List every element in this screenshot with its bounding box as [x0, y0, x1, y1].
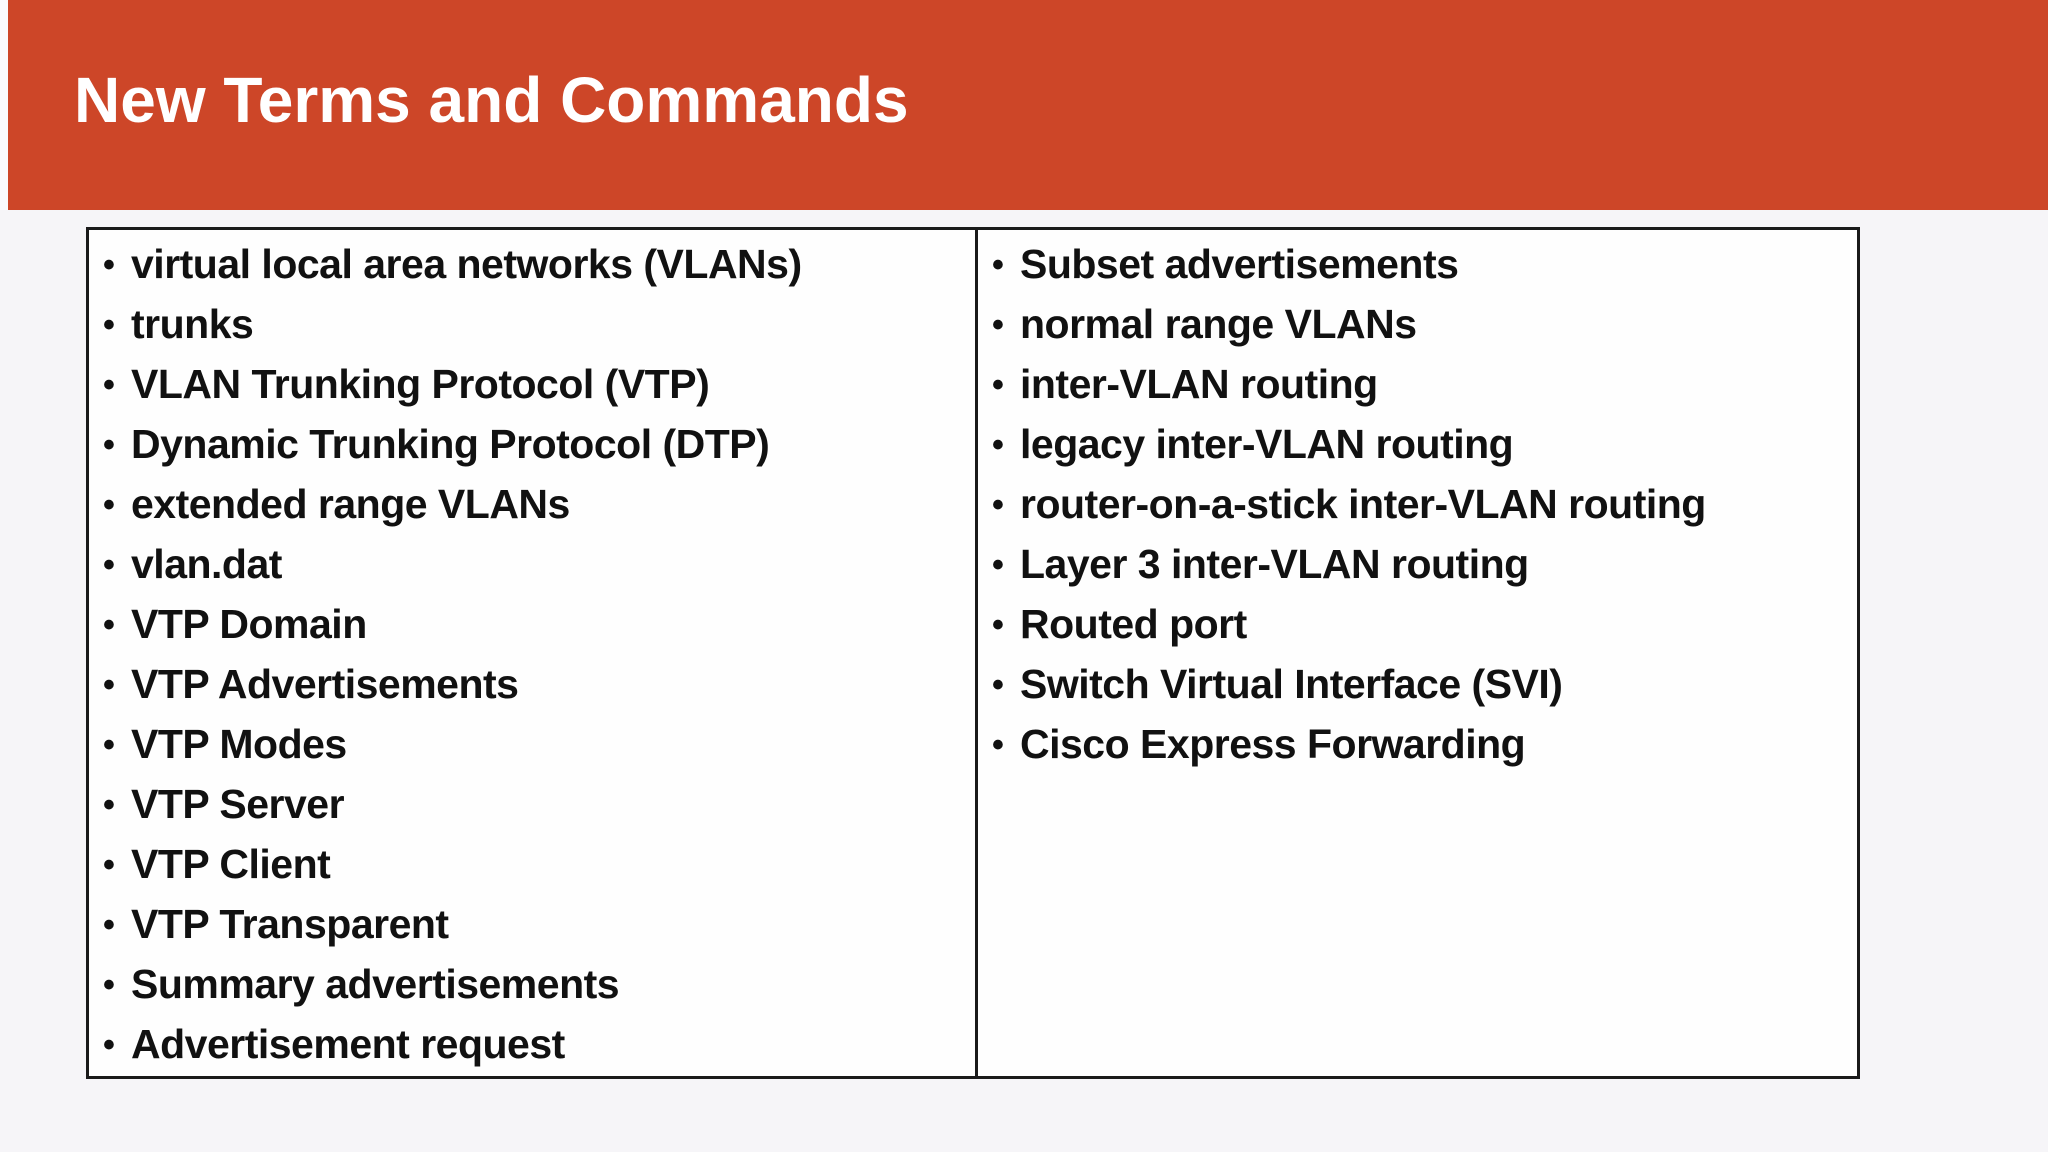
term-label: Routed port: [1020, 600, 1247, 647]
term-label: Subset advertisements: [1020, 240, 1459, 287]
term-list-left: • virtual local area networks (VLANs) • tru…: [103, 234, 965, 1074]
bullet-icon: •: [992, 246, 1004, 284]
bullet-icon: •: [103, 966, 115, 1004]
left-edge-strip: [0, 0, 8, 210]
term-item: • VLAN Trunking Protocol (VTP): [103, 354, 965, 414]
term-label: Cisco Express Forwarding: [1020, 720, 1526, 767]
column-divider: [975, 230, 978, 1076]
term-item: • VTP Modes: [103, 714, 965, 774]
bullet-icon: •: [103, 246, 115, 284]
term-label: VTP Transparent: [131, 900, 449, 947]
bullet-icon: •: [103, 486, 115, 524]
term-item: • router-on-a-stick inter-VLAN routing: [992, 474, 1847, 534]
term-item: • Layer 3 inter-VLAN routing: [992, 534, 1847, 594]
bullet-icon: •: [103, 306, 115, 344]
bullet-icon: •: [992, 606, 1004, 644]
bullet-icon: •: [992, 306, 1004, 344]
bullet-icon: •: [103, 366, 115, 404]
bullet-icon: •: [992, 426, 1004, 464]
term-label: Switch Virtual Interface (SVI): [1020, 660, 1563, 707]
term-item: • virtual local area networks (VLANs): [103, 234, 965, 294]
title-banner: New Terms and Commands: [8, 0, 2048, 210]
term-label: VTP Advertisements: [131, 660, 519, 707]
term-label: trunks: [131, 300, 254, 347]
term-label: Advertisement request: [131, 1020, 565, 1067]
bullet-icon: •: [992, 666, 1004, 704]
terms-column-right: • Subset advertisements • normal range VLAN…: [978, 230, 1857, 1076]
bullet-icon: •: [103, 726, 115, 764]
term-item: • VTP Client: [103, 834, 965, 894]
term-item: • Cisco Express Forwarding: [992, 714, 1847, 774]
page-title: New Terms and Commands: [74, 64, 909, 136]
term-item: • VTP Advertisements: [103, 654, 965, 714]
term-label: VTP Domain: [131, 600, 367, 647]
term-label: virtual local area networks (VLANs): [131, 240, 802, 287]
term-list-right: • Subset advertisements • normal range VLAN…: [992, 234, 1847, 774]
bullet-icon: •: [992, 486, 1004, 524]
bullet-icon: •: [992, 726, 1004, 764]
term-label: Layer 3 inter-VLAN routing: [1020, 540, 1529, 587]
term-item: • legacy inter-VLAN routing: [992, 414, 1847, 474]
term-item: • trunks: [103, 294, 965, 354]
term-label: VLAN Trunking Protocol (VTP): [131, 360, 710, 407]
term-item: • vlan.dat: [103, 534, 965, 594]
term-item: • VTP Server: [103, 774, 965, 834]
term-item: • Routed port: [992, 594, 1847, 654]
bullet-icon: •: [992, 546, 1004, 584]
term-item: • VTP Transparent: [103, 894, 965, 954]
bullet-icon: •: [103, 786, 115, 824]
term-item: • Switch Virtual Interface (SVI): [992, 654, 1847, 714]
bullet-icon: •: [103, 846, 115, 884]
bullet-icon: •: [103, 906, 115, 944]
term-item: • extended range VLANs: [103, 474, 965, 534]
term-item: • Summary advertisements: [103, 954, 965, 1014]
term-item: • Advertisement request: [103, 1014, 965, 1074]
term-label: VTP Server: [131, 780, 345, 827]
term-label: router-on-a-stick inter-VLAN routing: [1020, 480, 1706, 527]
term-label: legacy inter-VLAN routing: [1020, 420, 1514, 467]
term-label: VTP Modes: [131, 720, 347, 767]
bullet-icon: •: [103, 666, 115, 704]
term-label: vlan.dat: [131, 540, 282, 587]
terms-column-left: • virtual local area networks (VLANs) • tru…: [89, 230, 975, 1076]
bullet-icon: •: [103, 546, 115, 584]
term-label: normal range VLANs: [1020, 300, 1417, 347]
bullet-icon: •: [992, 366, 1004, 404]
bullet-icon: •: [103, 426, 115, 464]
term-item: • normal range VLANs: [992, 294, 1847, 354]
bullet-icon: •: [103, 1026, 115, 1064]
term-item: • inter-VLAN routing: [992, 354, 1847, 414]
term-item: • Dynamic Trunking Protocol (DTP): [103, 414, 965, 474]
term-item: • VTP Domain: [103, 594, 965, 654]
term-item: • Subset advertisements: [992, 234, 1847, 294]
term-label: extended range VLANs: [131, 480, 570, 527]
bullet-icon: •: [103, 606, 115, 644]
term-label: VTP Client: [131, 840, 331, 887]
term-label: Dynamic Trunking Protocol (DTP): [131, 420, 770, 467]
terms-table: • virtual local area networks (VLANs) • tru…: [86, 227, 1860, 1079]
term-label: Summary advertisements: [131, 960, 620, 1007]
term-label: inter-VLAN routing: [1020, 360, 1378, 407]
